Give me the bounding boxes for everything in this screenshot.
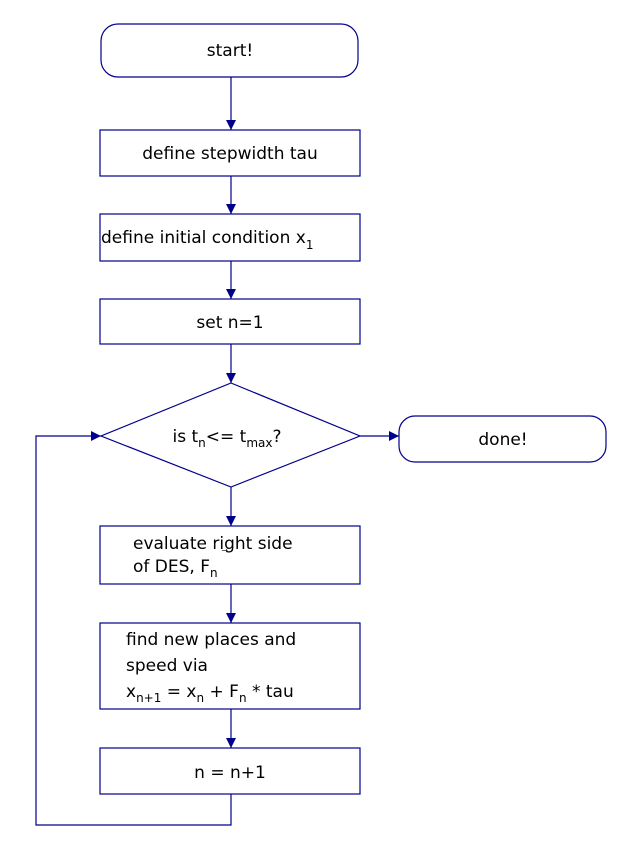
connector-loop-back xyxy=(35,431,232,826)
done-label: done! xyxy=(478,430,527,450)
increment-label: n = n+1 xyxy=(194,763,266,783)
increment-node: n = n+1 xyxy=(99,747,361,795)
stepwidth-node: define stepwidth tau xyxy=(99,129,361,177)
decision-label: is tn<= tmax? xyxy=(172,427,281,450)
update-node: find new places and speed via xn+1 = xn … xyxy=(99,622,361,710)
evaluate-line1: evaluate right side xyxy=(133,534,293,554)
start-label: start! xyxy=(207,41,253,61)
initial-condition-label: define initial condition x1 xyxy=(101,228,313,252)
decision-node: is tn<= tmax? xyxy=(99,382,362,488)
initial-condition-node: define initial condition x1 xyxy=(99,213,361,262)
stepwidth-label: define stepwidth tau xyxy=(142,144,318,164)
start-node: start! xyxy=(100,23,359,78)
evaluate-line2: of DES, Fn xyxy=(133,557,218,580)
update-line1: find new places and xyxy=(126,630,296,650)
done-node: done! xyxy=(398,415,607,463)
set-n-node: set n=1 xyxy=(99,298,361,345)
evaluate-node: evaluate right side of DES, Fn ⃗ xyxy=(99,525,361,585)
update-line2: speed via xyxy=(126,656,208,676)
update-line3: xn+1 = xn + Fn * tau xyxy=(126,682,294,705)
set-n-label: set n=1 xyxy=(196,313,263,333)
